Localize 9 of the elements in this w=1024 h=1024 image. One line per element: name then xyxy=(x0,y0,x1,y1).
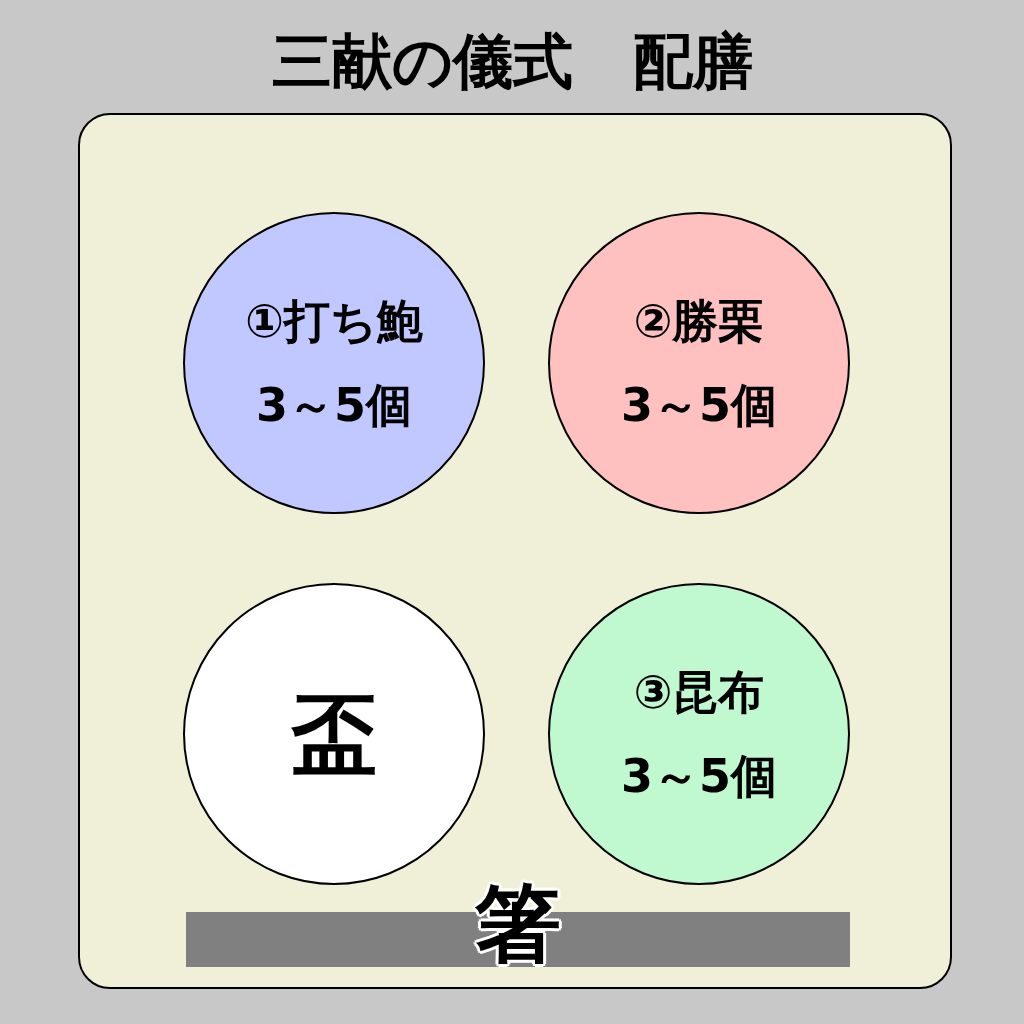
dish-label: ③昆布 xyxy=(633,664,765,721)
tray-background xyxy=(78,113,952,989)
title: 三献の儀式 配膳 xyxy=(270,25,754,98)
quantity-label: 3～5個 xyxy=(256,377,412,434)
quantity-label: 3～5個 xyxy=(621,748,777,805)
dish-label: ②勝栗 xyxy=(633,293,765,350)
dish-label: 盃 xyxy=(291,692,377,776)
quantity-label: 3～5個 xyxy=(621,377,777,434)
dish-label: ①打ち鮑 xyxy=(245,293,423,350)
